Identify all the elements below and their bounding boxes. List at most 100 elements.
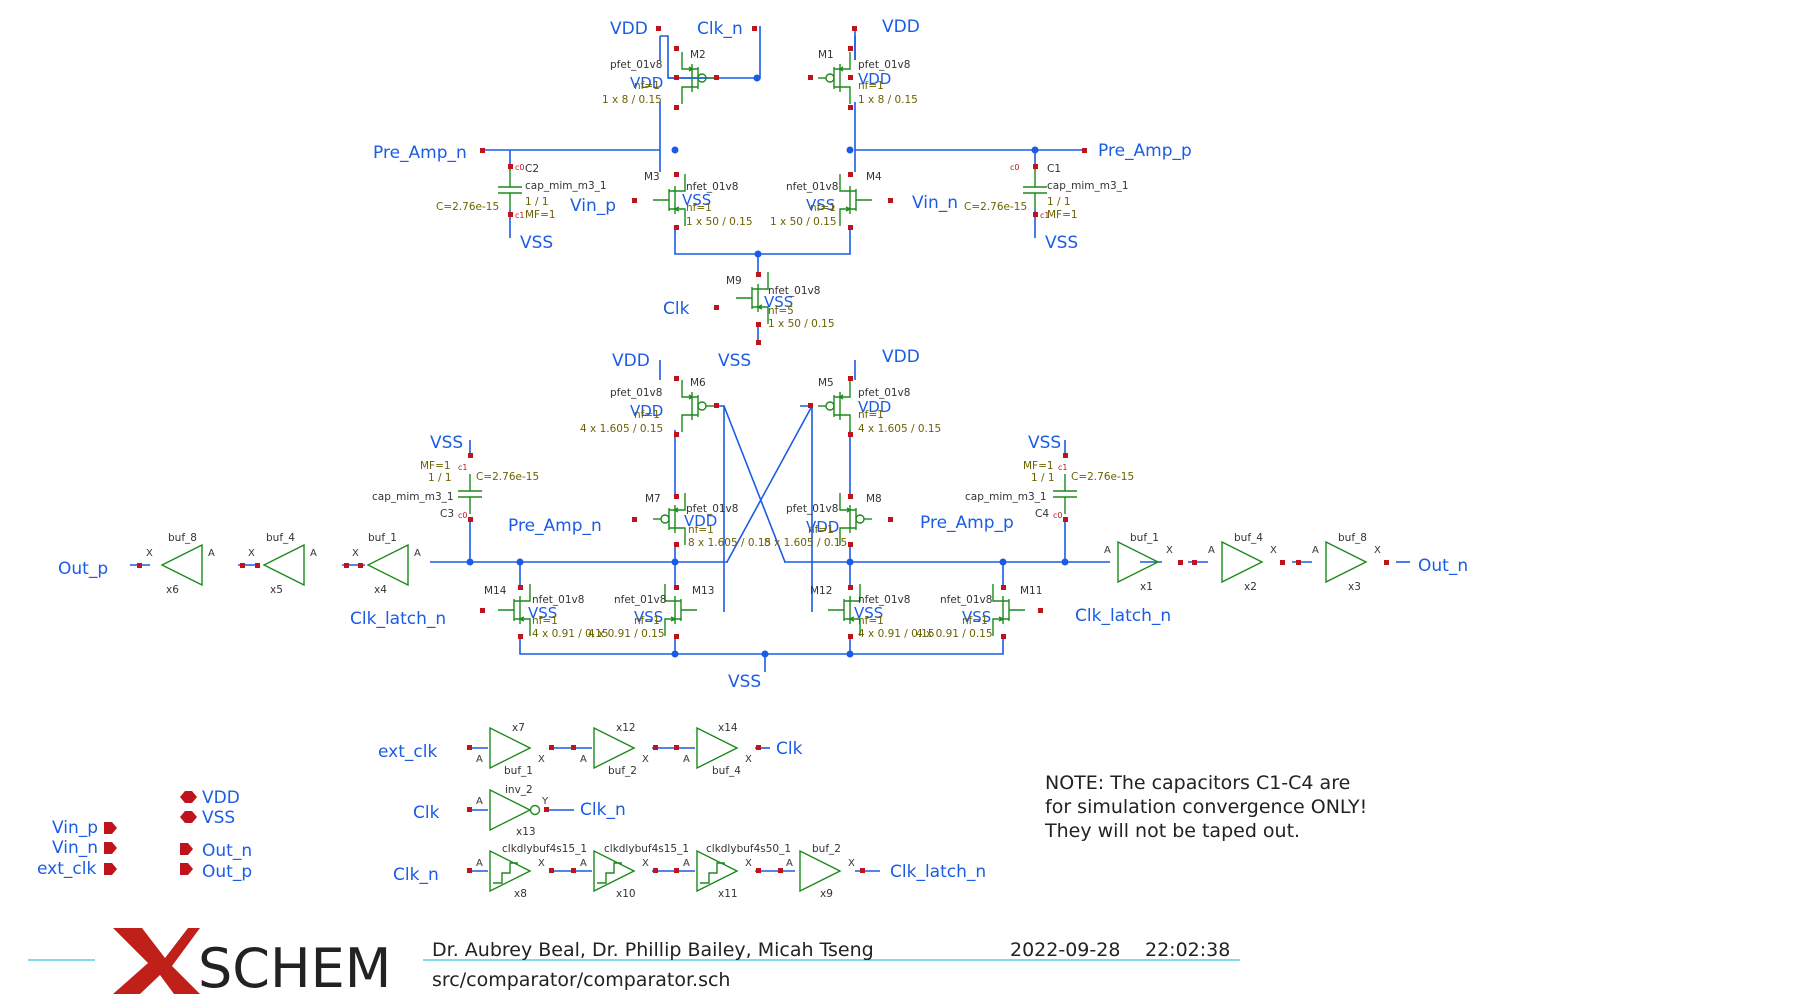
transistor-m7: M7 pfet_01v8 VDD nf=1 8 x 1.605 / 0.15 xyxy=(645,492,771,549)
svg-text:M2: M2 xyxy=(690,49,706,61)
svg-text:nfet_01v8: nfet_01v8 xyxy=(940,594,992,606)
svg-text:nf=1: nf=1 xyxy=(532,615,558,627)
svg-text:Out_n: Out_n xyxy=(1418,556,1468,576)
svg-text:Y: Y xyxy=(541,796,549,807)
svg-text:1 / 1: 1 / 1 xyxy=(525,196,549,208)
transistor-m2: M2 pfet_01v8 VDD nf=1 1 x 8 / 0.15 xyxy=(602,49,715,106)
svg-text:nf=1: nf=1 xyxy=(810,202,836,214)
transistor-m1: M1 pfet_01v8 VDD nf=1 1 x 8 / 0.15 xyxy=(817,49,918,106)
svg-text:A: A xyxy=(580,754,587,765)
output-buffer-chain-p: buf_8 x6 X A buf_4 x5 X A buf_1 x4 X A xyxy=(146,532,421,596)
svg-text:inv_2: inv_2 xyxy=(505,784,533,796)
svg-text:buf_1: buf_1 xyxy=(504,765,533,777)
svg-text:M5: M5 xyxy=(818,377,834,389)
svg-text:A: A xyxy=(683,858,690,869)
svg-text:4 x 0.91 / 0.15: 4 x 0.91 / 0.15 xyxy=(916,628,993,640)
svg-text:cap_mim_m3_1: cap_mim_m3_1 xyxy=(965,491,1047,503)
svg-text:A: A xyxy=(414,548,421,559)
svg-text:VDD: VDD xyxy=(882,17,920,37)
svg-text:VSS: VSS xyxy=(634,608,663,626)
svg-text:X: X xyxy=(848,858,855,869)
svg-text:nf=1: nf=1 xyxy=(688,524,714,536)
svg-text:VSS: VSS xyxy=(682,191,711,209)
capacitor-c2: c0 C2 cap_mim_m3_1 1 / 1 c1 MF=1 C=2.76e… xyxy=(436,163,607,221)
svg-text:Vin_n: Vin_n xyxy=(52,838,98,858)
svg-text:nfet_01v8: nfet_01v8 xyxy=(768,285,820,297)
svg-text:22:02:38: 22:02:38 xyxy=(1145,939,1230,961)
svg-text:X: X xyxy=(1166,545,1173,556)
svg-text:4 x 1.605 / 0.15: 4 x 1.605 / 0.15 xyxy=(858,423,941,435)
svg-text:VSS: VSS xyxy=(728,672,761,692)
svg-text:x7: x7 xyxy=(512,722,525,734)
svg-text:MF=1: MF=1 xyxy=(1023,460,1054,472)
junction-dots xyxy=(466,74,1069,658)
svg-text:clkdlybuf4s50_1: clkdlybuf4s50_1 xyxy=(706,843,791,855)
svg-text:nf=1: nf=1 xyxy=(686,202,712,214)
svg-text:ext_clk: ext_clk xyxy=(37,859,96,879)
svg-text:1 x 50 / 0.15: 1 x 50 / 0.15 xyxy=(768,318,835,330)
port-list: Vin_p Vin_n ext_clk VDD VSS Out_n Out_p xyxy=(37,788,252,882)
capacitor-c4: MF=1 c1 1 / 1 C=2.76e-15 cap_mim_m3_1 C4… xyxy=(965,460,1134,520)
svg-text:Pre_Amp_p: Pre_Amp_p xyxy=(1098,141,1192,161)
svg-text:A: A xyxy=(208,548,215,559)
svg-text:c1: c1 xyxy=(1040,211,1050,220)
svg-text:Vin_p: Vin_p xyxy=(570,196,616,216)
svg-text:VSS: VSS xyxy=(1045,233,1078,253)
wires xyxy=(130,26,1410,872)
svg-text:A: A xyxy=(786,858,793,869)
svg-text:1 / 1: 1 / 1 xyxy=(428,472,452,484)
clock-delay-chain: clkdlybuf4s15_1 x8 A X clkdlybuf4s15_1 x… xyxy=(476,843,855,900)
transistor-m5: M5 pfet_01v8 VDD nf=1 4 x 1.605 / 0.15 xyxy=(817,377,941,435)
svg-text:c1: c1 xyxy=(515,211,525,220)
svg-text:Out_p: Out_p xyxy=(58,559,108,579)
svg-text:buf_4: buf_4 xyxy=(266,532,295,544)
svg-text:VSS: VSS xyxy=(718,351,751,371)
svg-text:M11: M11 xyxy=(1020,585,1042,597)
svg-text:A: A xyxy=(1208,545,1215,556)
svg-text:c0: c0 xyxy=(1053,511,1063,520)
svg-text:X: X xyxy=(1270,545,1277,556)
svg-text:nf=1: nf=1 xyxy=(858,80,884,92)
svg-text:for simulation convergence ONL: for simulation convergence ONLY! xyxy=(1045,796,1367,818)
svg-text:C=2.76e-15: C=2.76e-15 xyxy=(436,201,499,213)
svg-text:4 x 0.91 / 0.15: 4 x 0.91 / 0.15 xyxy=(532,628,609,640)
pin-markers xyxy=(137,26,1389,873)
svg-text:x8: x8 xyxy=(514,888,527,900)
svg-text:X: X xyxy=(642,754,649,765)
svg-text:x6: x6 xyxy=(166,584,179,596)
svg-text:buf_8: buf_8 xyxy=(168,532,197,544)
title-block: SCHEM Dr. Aubrey Beal, Dr. Phillip Baile… xyxy=(28,928,1240,1000)
svg-text:x11: x11 xyxy=(718,888,738,900)
svg-text:M8: M8 xyxy=(866,493,882,505)
transistor-m12: M12 nfet_01v8 VSS nf=1 4 x 0.91 / 0.15 xyxy=(810,583,935,640)
svg-text:1 x 8 / 0.15: 1 x 8 / 0.15 xyxy=(602,94,662,106)
svg-text:c0: c0 xyxy=(1010,163,1020,172)
svg-text:A: A xyxy=(683,754,690,765)
clock-inverter: inv_2 x13 A Y xyxy=(476,784,549,838)
svg-text:nfet_01v8: nfet_01v8 xyxy=(614,594,666,606)
svg-text:M13: M13 xyxy=(692,585,714,597)
svg-text:Pre_Amp_n: Pre_Amp_n xyxy=(508,516,602,536)
svg-text:X: X xyxy=(352,548,359,559)
svg-text:VDD: VDD xyxy=(684,512,717,530)
svg-text:nf=1: nf=1 xyxy=(808,524,834,536)
svg-text:Clk_n: Clk_n xyxy=(697,19,743,39)
svg-text:Clk_latch_n: Clk_latch_n xyxy=(890,862,986,882)
svg-text:Out_n: Out_n xyxy=(202,841,252,861)
svg-text:pfet_01v8: pfet_01v8 xyxy=(610,387,662,399)
svg-text:cap_mim_m3_1: cap_mim_m3_1 xyxy=(1047,180,1129,192)
transistor-m8: M8 pfet_01v8 VDD nf=1 8 x 1.605 / 0.15 xyxy=(764,492,882,549)
svg-text:x10: x10 xyxy=(616,888,636,900)
svg-text:x3: x3 xyxy=(1348,581,1361,593)
svg-text:X: X xyxy=(538,754,545,765)
svg-text:VDD: VDD xyxy=(610,19,648,39)
svg-text:Clk_latch_n: Clk_latch_n xyxy=(1075,606,1171,626)
svg-text:nf=1: nf=1 xyxy=(634,409,660,421)
svg-text:buf_1: buf_1 xyxy=(368,532,397,544)
clock-buffer-chain: x7 buf_1 A X x12 buf_2 A X x14 buf_4 A X xyxy=(476,722,752,777)
svg-text:x5: x5 xyxy=(270,584,283,596)
svg-text:4 x 0.91 / 0.15: 4 x 0.91 / 0.15 xyxy=(858,628,935,640)
svg-text:A: A xyxy=(1312,545,1319,556)
svg-text:Clk_latch_n: Clk_latch_n xyxy=(350,609,446,629)
svg-text:X: X xyxy=(248,548,255,559)
